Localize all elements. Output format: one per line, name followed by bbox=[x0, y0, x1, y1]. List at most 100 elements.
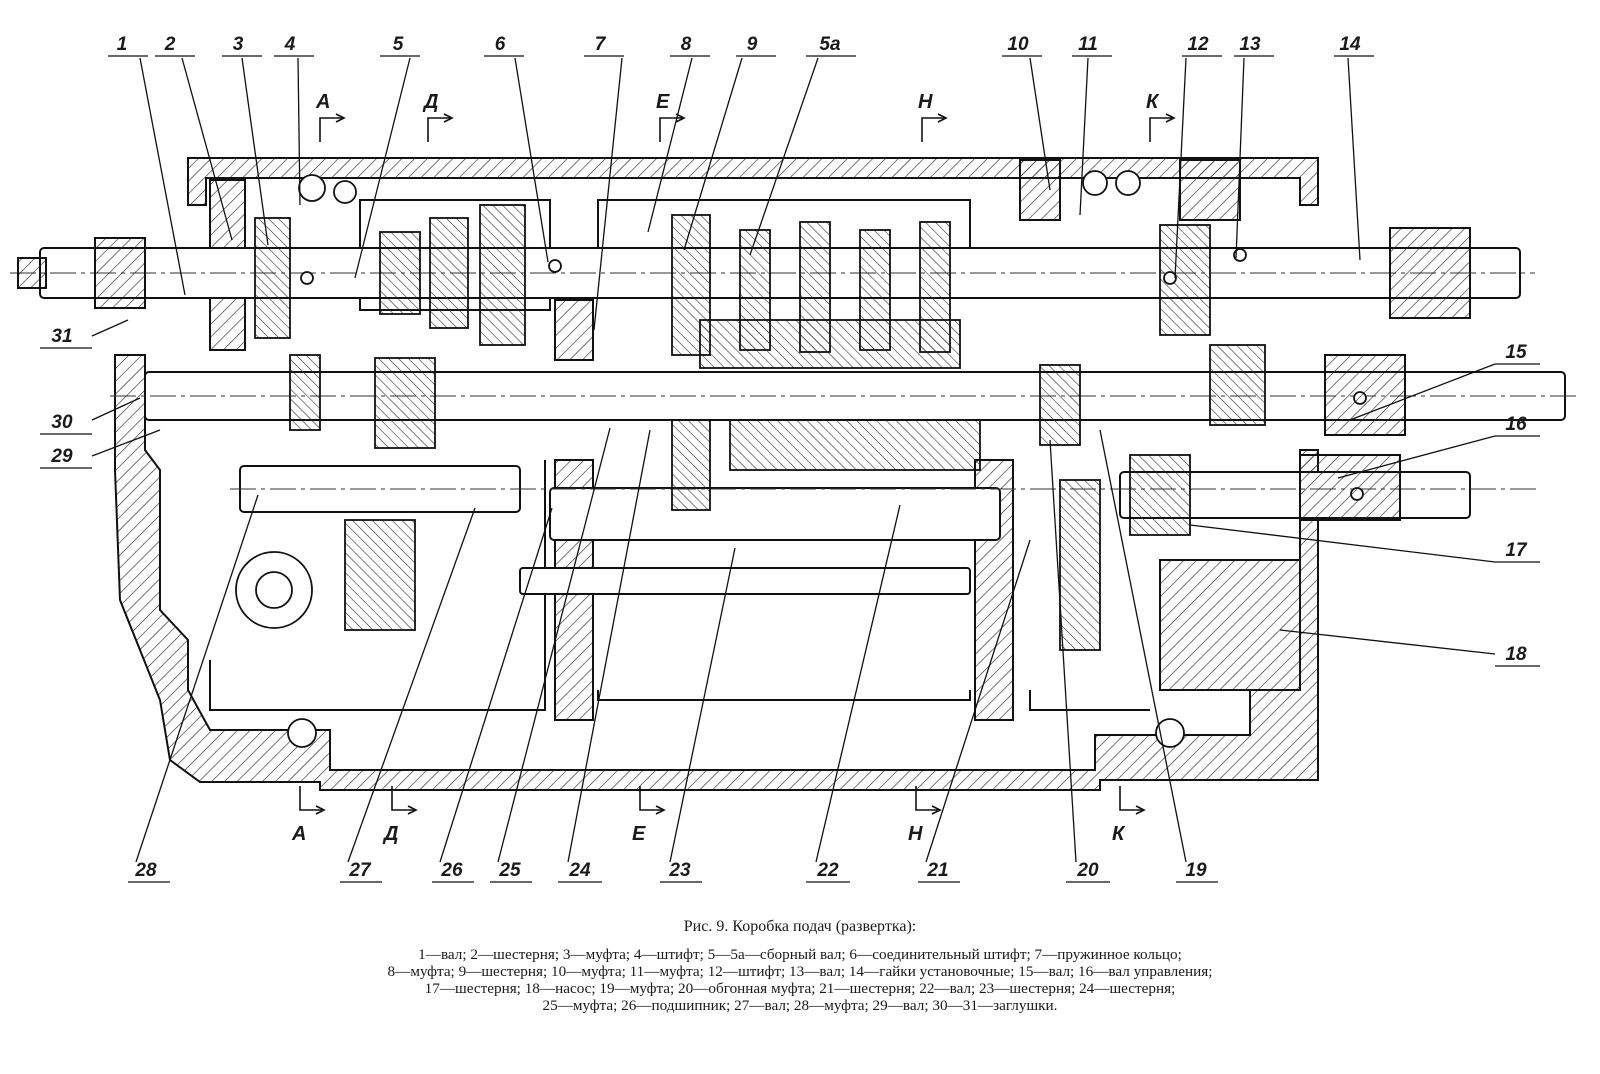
section-letter-bottom: Н bbox=[908, 823, 923, 845]
leader-line bbox=[139, 57, 186, 296]
section-arrow bbox=[675, 113, 686, 123]
leader-line bbox=[439, 507, 553, 863]
leader-line bbox=[241, 57, 269, 246]
leader-line bbox=[683, 57, 743, 251]
callout-right: 16 bbox=[1505, 414, 1527, 435]
section-arrow bbox=[315, 805, 326, 815]
leader-line bbox=[1189, 524, 1496, 563]
leader-line bbox=[1079, 57, 1089, 216]
callout-bottom: 26 bbox=[440, 860, 463, 881]
callout-left: 30 bbox=[51, 412, 73, 433]
leader-line bbox=[567, 429, 651, 863]
callout-right: 17 bbox=[1505, 540, 1528, 561]
section-letter-top: Д bbox=[422, 91, 438, 113]
legend-line: 8—муфта; 9—шестерня; 10—муфта; 11—муфта;… bbox=[387, 963, 1213, 980]
leader-line bbox=[91, 319, 129, 337]
leader-line bbox=[1099, 429, 1187, 863]
section-letter-bottom: Д bbox=[382, 823, 398, 845]
figure-caption: Рис. 9. Коробка подач (развертка): 1—вал… bbox=[0, 918, 1600, 1014]
callout-top: 5 bbox=[393, 34, 404, 55]
section-arrow bbox=[443, 113, 454, 123]
leader-line bbox=[647, 57, 693, 233]
leader-line bbox=[593, 57, 623, 331]
callout-bottom: 21 bbox=[926, 860, 948, 881]
leader-line bbox=[1349, 363, 1496, 421]
section-letter-top: К bbox=[1146, 91, 1160, 113]
figure-title: Рис. 9. Коробка подач (развертка): bbox=[683, 918, 917, 935]
callout-top: 2 bbox=[164, 34, 176, 55]
callout-left: 29 bbox=[50, 446, 73, 467]
section-marks bbox=[299, 113, 1176, 815]
leader-lines bbox=[40, 55, 1540, 883]
section-mark-bottom bbox=[299, 786, 322, 811]
section-letter-bottom: К bbox=[1112, 823, 1126, 845]
legend-line: 25—муфта; 26—подшипник; 27—вал; 28—муфта… bbox=[542, 997, 1058, 1014]
leader-line bbox=[1049, 439, 1077, 863]
leader-line bbox=[297, 57, 301, 206]
callout-top: 9 bbox=[747, 34, 758, 55]
leader-line bbox=[347, 507, 476, 863]
section-mark-top bbox=[921, 117, 944, 142]
leader-line bbox=[1235, 57, 1245, 259]
leader-line bbox=[1337, 435, 1496, 479]
legend-line: 17—шестерня; 18—насос; 19—муфта; 20—обго… bbox=[424, 980, 1176, 997]
leader-line bbox=[749, 57, 819, 256]
section-arrow bbox=[937, 113, 948, 123]
callout-top: 10 bbox=[1007, 34, 1029, 55]
callout-top: 13 bbox=[1239, 34, 1261, 55]
leader-line bbox=[91, 397, 141, 421]
leader-line bbox=[514, 57, 549, 263]
leader-line bbox=[1279, 629, 1496, 655]
leader-line bbox=[925, 539, 1031, 863]
callout-top: 14 bbox=[1339, 34, 1361, 55]
callout-bottom: 24 bbox=[568, 860, 591, 881]
callout-top: 7 bbox=[595, 34, 607, 55]
leader-line bbox=[497, 427, 611, 863]
callout-top: 8 bbox=[681, 34, 692, 55]
callout-bottom: 27 bbox=[348, 860, 372, 881]
leader-line bbox=[1029, 57, 1051, 191]
leader-line bbox=[815, 504, 901, 863]
callout-bottom: 19 bbox=[1185, 860, 1207, 881]
gears bbox=[254, 204, 1266, 651]
leader-line bbox=[181, 57, 233, 241]
section-letter-top: Н bbox=[918, 91, 933, 113]
callout-bottom: 25 bbox=[498, 860, 521, 881]
section-letter-top: А bbox=[315, 91, 330, 113]
leader-line bbox=[669, 547, 736, 863]
callout-bottom: 22 bbox=[816, 860, 839, 881]
section-letter-bottom: Е bbox=[632, 823, 646, 845]
section-mark-top bbox=[1149, 117, 1172, 142]
callout-bottom: 20 bbox=[1076, 860, 1099, 881]
section-letter-top: Е bbox=[656, 91, 670, 113]
section-mark-bottom bbox=[639, 786, 662, 811]
callout-right: 15 bbox=[1505, 342, 1527, 363]
section-mark-top bbox=[659, 117, 682, 142]
leader-line bbox=[135, 494, 259, 863]
leader-line bbox=[1174, 57, 1187, 279]
section-mark-top bbox=[319, 117, 342, 142]
callout-top: 5а bbox=[819, 34, 841, 55]
section-arrow bbox=[1165, 113, 1176, 123]
callout-top: 4 bbox=[284, 34, 296, 55]
section-mark-bottom bbox=[1119, 786, 1142, 811]
callout-bottom: 28 bbox=[134, 860, 157, 881]
legend-line: 1—вал; 2—шестерня; 3—муфта; 4—штифт; 5—5… bbox=[418, 946, 1182, 963]
section-arrow bbox=[335, 113, 346, 123]
callout-right: 18 bbox=[1505, 644, 1527, 665]
callout-top: 3 bbox=[233, 34, 244, 55]
section-mark-bottom bbox=[391, 786, 414, 811]
section-letter-bottom: А bbox=[291, 823, 306, 845]
leader-line bbox=[1347, 57, 1361, 261]
callout-bottom: 23 bbox=[668, 860, 691, 881]
callout-left: 31 bbox=[51, 326, 72, 347]
section-arrow bbox=[655, 805, 666, 815]
end-flanges bbox=[17, 227, 1471, 521]
callout-top: 1 bbox=[117, 34, 128, 55]
section-arrow bbox=[407, 805, 418, 815]
callout-top: 6 bbox=[495, 34, 506, 55]
section-mark-bottom bbox=[915, 786, 938, 811]
callout-top: 12 bbox=[1187, 34, 1209, 55]
